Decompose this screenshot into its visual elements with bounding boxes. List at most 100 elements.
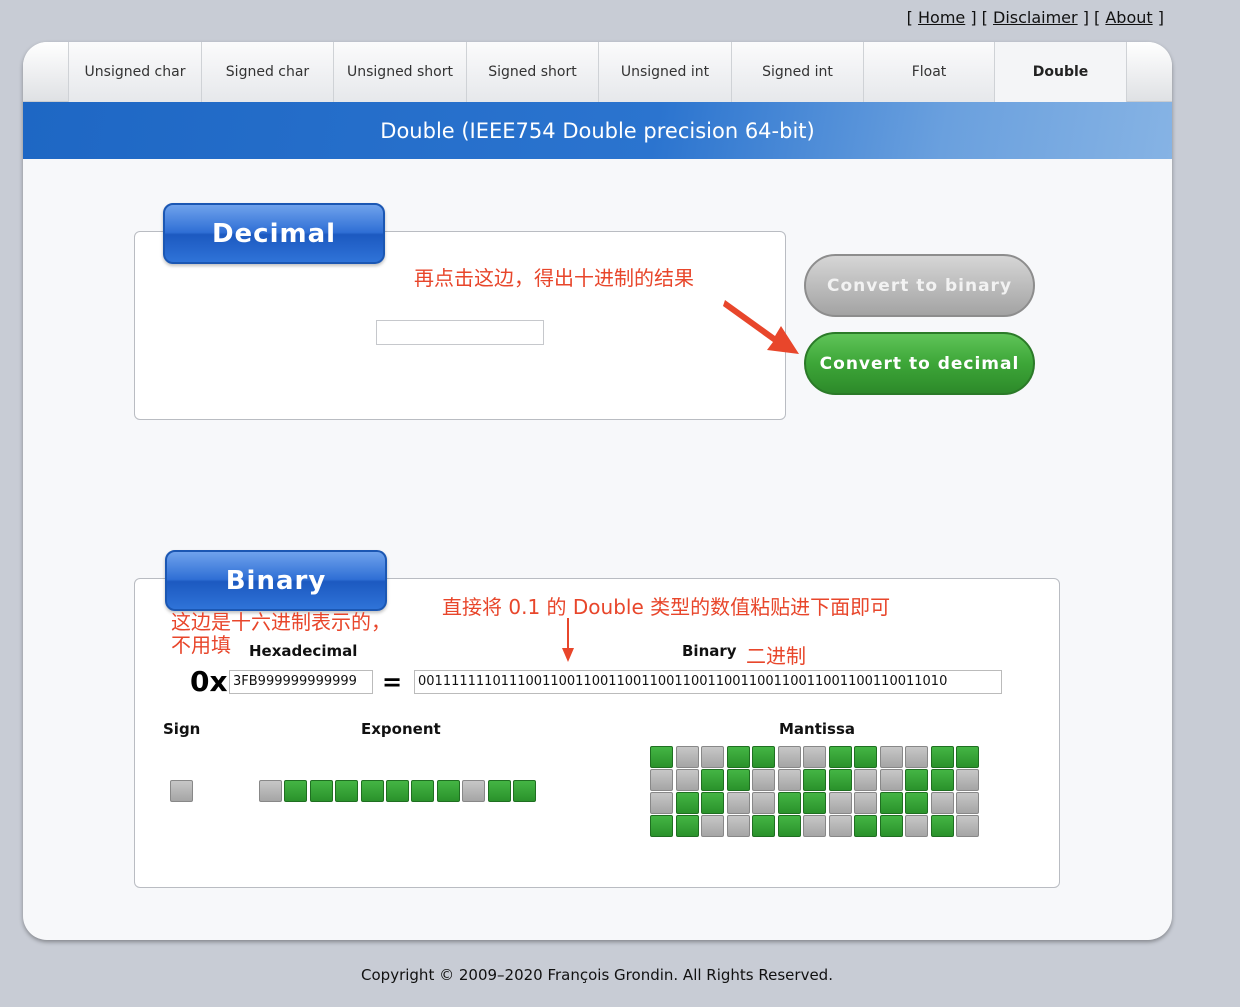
copyright-footer: Copyright © 2009–2020 François Grondin. … (361, 966, 833, 984)
tab-unsigned-short[interactable]: Unsigned short (333, 42, 466, 102)
type-tab-bar: Unsigned char Signed char Unsigned short… (23, 42, 1172, 102)
mantissa-bit[interactable] (956, 815, 979, 837)
mantissa-bit[interactable] (726, 769, 750, 791)
mantissa-bit[interactable] (726, 792, 750, 814)
mantissa-bit[interactable] (675, 792, 699, 814)
mantissa-bit[interactable] (701, 815, 724, 837)
mantissa-bit[interactable] (930, 815, 954, 837)
equals-sign: = (382, 668, 403, 696)
mantissa-bit[interactable] (803, 746, 826, 768)
mantissa-bit[interactable] (752, 746, 775, 768)
mantissa-bit[interactable] (930, 746, 954, 768)
exponent-bit[interactable] (335, 780, 359, 802)
mantissa-bit[interactable] (650, 815, 673, 837)
mantissa-bit[interactable] (905, 746, 928, 768)
tab-double[interactable]: Double (994, 42, 1127, 102)
mantissa-bit[interactable] (752, 792, 775, 814)
mantissa-bit[interactable] (930, 769, 954, 791)
mantissa-bit[interactable] (650, 792, 673, 814)
mantissa-bit[interactable] (879, 815, 903, 837)
mantissa-bit[interactable] (777, 792, 801, 814)
top-links: [ Home ] [ Disclaimer ] [ About ] (906, 8, 1164, 27)
mantissa-bit[interactable] (675, 769, 699, 791)
annotation-hex-note: 这边是十六进制表示的， 不用填 (171, 611, 391, 657)
mantissa-bit[interactable] (650, 746, 673, 768)
exponent-bit[interactable] (284, 780, 308, 802)
mantissa-bit[interactable] (905, 769, 928, 791)
mantissa-bit[interactable] (675, 815, 699, 837)
annotation-arrow-to-button-icon (723, 300, 799, 354)
mantissa-bit[interactable] (726, 815, 750, 837)
mantissa-bit[interactable] (828, 769, 852, 791)
convert-to-decimal-button[interactable]: Convert to decimal (804, 332, 1035, 395)
convert-to-binary-button[interactable]: Convert to binary (804, 254, 1035, 317)
mantissa-bit[interactable] (650, 769, 673, 791)
exponent-label: Exponent (361, 720, 441, 738)
annotation-hex-note-line2: 不用填 (171, 633, 231, 657)
mantissa-bit[interactable] (701, 746, 724, 768)
mantissa-bit[interactable] (854, 769, 877, 791)
exponent-bit[interactable] (360, 780, 384, 802)
disclaimer-link[interactable]: Disclaimer (993, 8, 1078, 27)
mantissa-bit[interactable] (701, 792, 724, 814)
decimal-input[interactable] (376, 320, 544, 345)
mantissa-bit[interactable] (879, 769, 903, 791)
mantissa-bit[interactable] (905, 792, 928, 814)
tab-signed-int[interactable]: Signed int (731, 42, 863, 102)
binary-field[interactable]: 0011111110111001100110011001100110011001… (414, 670, 1002, 694)
sign-bit[interactable] (170, 780, 193, 802)
hexadecimal-field[interactable]: 3FB999999999999 (229, 670, 373, 694)
mantissa-bit[interactable] (854, 792, 877, 814)
home-link[interactable]: Home (918, 8, 966, 27)
mantissa-bit[interactable] (956, 746, 979, 768)
decimal-heading: Decimal (163, 203, 385, 264)
annotation-arrow-shape (723, 300, 799, 354)
annotation-arrow-down-icon (562, 618, 574, 662)
tab-unsigned-int[interactable]: Unsigned int (598, 42, 731, 102)
mantissa-bit[interactable] (752, 815, 775, 837)
about-link[interactable]: About (1105, 8, 1153, 27)
tab-unsigned-char[interactable]: Unsigned char (68, 42, 201, 102)
tab-signed-char[interactable]: Signed char (201, 42, 333, 102)
mantissa-bit[interactable] (675, 746, 699, 768)
mantissa-bit[interactable] (879, 792, 903, 814)
exponent-bit[interactable] (436, 780, 460, 802)
mantissa-bit[interactable] (726, 746, 750, 768)
binary-label: Binary (682, 642, 737, 660)
page-title-bar: Double (IEEE754 Double precision 64-bit) (23, 102, 1172, 159)
hexadecimal-label: Hexadecimal (249, 642, 358, 660)
mantissa-bit[interactable] (905, 815, 928, 837)
page-title: Double (IEEE754 Double precision 64-bit) (380, 118, 815, 143)
exponent-bit[interactable] (309, 780, 333, 802)
exponent-bit[interactable] (259, 780, 282, 802)
mantissa-bit[interactable] (777, 769, 801, 791)
mantissa-bit[interactable] (803, 792, 826, 814)
mantissa-bit[interactable] (803, 815, 826, 837)
mantissa-bit[interactable] (854, 746, 877, 768)
mantissa-bit[interactable] (930, 792, 954, 814)
mantissa-bit[interactable] (803, 769, 826, 791)
annotation-paste-here: 直接将 0.1 的 Double 类型的数值粘贴进下面即可 (442, 595, 891, 619)
mantissa-bit[interactable] (777, 815, 801, 837)
mantissa-bit[interactable] (854, 815, 877, 837)
tab-float[interactable]: Float (863, 42, 994, 102)
exponent-bit[interactable] (513, 780, 536, 802)
mantissa-bit[interactable] (956, 792, 979, 814)
mantissa-bit[interactable] (777, 746, 801, 768)
mantissa-bit[interactable] (956, 769, 979, 791)
mantissa-bit[interactable] (879, 746, 903, 768)
annotation-binary-note: 二进制 (746, 644, 806, 668)
exponent-bit[interactable] (487, 780, 511, 802)
mantissa-bit[interactable] (828, 746, 852, 768)
exponent-bit[interactable] (386, 780, 409, 802)
mantissa-bit[interactable] (752, 769, 775, 791)
mantissa-bit[interactable] (828, 792, 852, 814)
exponent-bit[interactable] (411, 780, 435, 802)
annotation-click-here: 再点击这边，得出十进制的结果 (414, 266, 694, 290)
mantissa-label: Mantissa (779, 720, 856, 738)
mantissa-bit[interactable] (828, 815, 852, 837)
binary-heading: Binary (165, 550, 387, 611)
tab-signed-short[interactable]: Signed short (466, 42, 598, 102)
mantissa-bit[interactable] (701, 769, 724, 791)
exponent-bit[interactable] (462, 780, 486, 802)
